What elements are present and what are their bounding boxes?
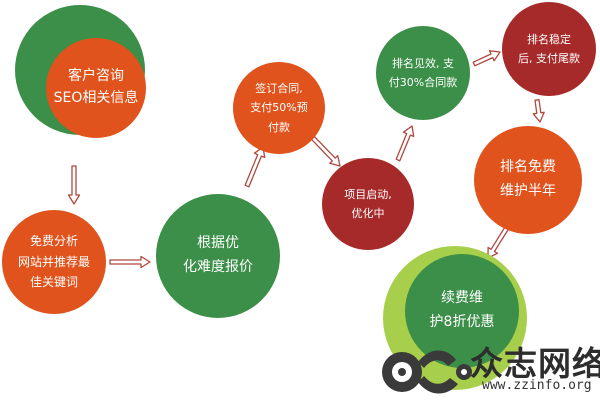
node-renew-line-1: 续费维 xyxy=(440,290,483,307)
node-free: 排名免费 维护半年 xyxy=(474,126,582,234)
node-free-line-1: 排名免费 xyxy=(500,159,556,176)
node-stable-line-2: 后, 支付尾款 xyxy=(518,52,580,65)
node-renew: 续费维 护8折优惠 xyxy=(405,254,519,368)
arrow-start-effect xyxy=(395,125,415,162)
node-consult-line-1: 客户咨询 xyxy=(67,68,124,85)
node-renew-line-2: 护8折优惠 xyxy=(429,314,495,330)
logo-brand-text: 众志网络 xyxy=(470,344,600,383)
node-analysis-line-3: 佳关键词 xyxy=(29,275,78,290)
node-contract-label: 签订合同, 支付50%预 付款 xyxy=(250,79,307,137)
node-analysis-line-2: 网站并推荐最 xyxy=(17,254,90,269)
logo xyxy=(378,328,600,400)
node-contract-line-2: 支付50%预 xyxy=(250,101,308,115)
node-free-label: 排名免费 维护半年 xyxy=(500,156,556,204)
arrow-effect-stable xyxy=(472,50,501,67)
node-contract-line-3: 付款 xyxy=(267,120,290,134)
arrow-free-renew xyxy=(487,224,511,259)
arrow-contract-start xyxy=(310,135,341,167)
node-stable-label: 排名稳定 后, 支付尾款 xyxy=(518,30,580,69)
node-consult: 客户咨询 SEO相关信息 xyxy=(46,38,146,138)
node-stable-line-1: 排名稳定 xyxy=(527,32,571,46)
node-stable: 排名稳定 后, 支付尾款 xyxy=(502,2,596,96)
node-effect: 排名见效, 支 付30%合同款 xyxy=(376,26,470,120)
node-consult-label: 客户咨询 SEO相关信息 xyxy=(54,66,139,109)
node-analysis-label: 免费分析 网站并推荐最 佳关键词 xyxy=(18,231,90,292)
node-start-line-2: 优化中 xyxy=(351,207,385,220)
node-quote-line-1: 根据优 xyxy=(197,235,239,252)
node-free-line-2: 维护半年 xyxy=(500,183,556,199)
node-effect-label: 排名见效, 支 付30%合同款 xyxy=(389,54,457,93)
node-start-label: 项目启动, 优化中 xyxy=(344,185,392,224)
node-quote-line-2: 化难度报价 xyxy=(183,259,253,275)
node-renew-label: 续费维 护8折优惠 xyxy=(430,287,495,335)
arrow-analysis-quote xyxy=(109,255,151,269)
node-analysis: 免费分析 网站并推荐最 佳关键词 xyxy=(2,210,106,314)
node-start-line-1: 项目启动, xyxy=(344,187,392,201)
node-contract-line-1: 签订合同, xyxy=(255,82,303,96)
node-quote-label: 根据优 化难度报价 xyxy=(183,232,253,280)
node-effect-line-1: 排名见效, 支 xyxy=(391,56,454,70)
chain-link-icon xyxy=(382,350,472,394)
node-start: 项目启动, 优化中 xyxy=(322,158,414,250)
node-quote: 根据优 化难度报价 xyxy=(156,194,280,318)
arrow-quote-contract xyxy=(244,146,266,188)
node-analysis-line-1: 免费分析 xyxy=(29,234,78,249)
node-consult-line-2: SEO相关信息 xyxy=(53,90,139,106)
arrow-consult-analysis xyxy=(67,165,81,205)
arrow-stable-free xyxy=(532,99,545,123)
logo-url-text: www.zzinfo.org xyxy=(482,378,592,393)
node-contract: 签订合同, 支付50%预 付款 xyxy=(233,62,325,154)
node-effect-line-2: 付30%合同款 xyxy=(388,76,458,89)
